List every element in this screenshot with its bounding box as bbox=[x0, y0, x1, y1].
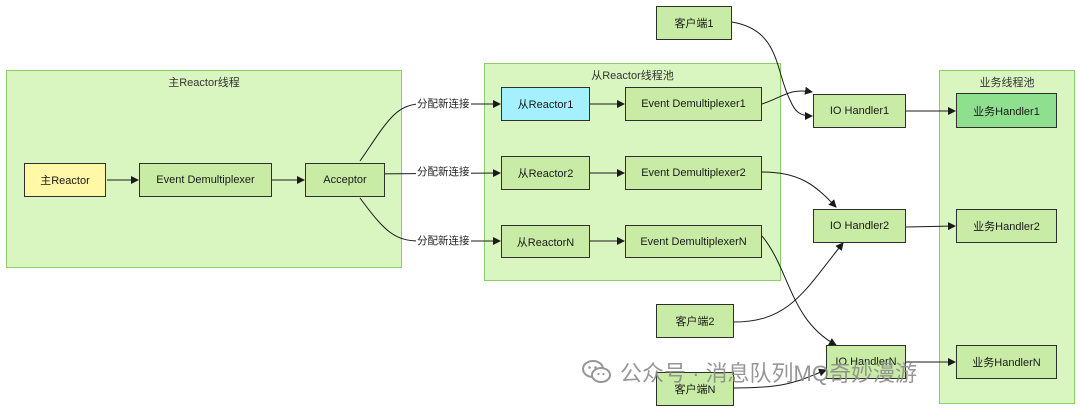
client-2-label: 客户端2 bbox=[675, 316, 715, 328]
watermark-text: 公众号 · 消息队列MQ奇妙漫游 bbox=[620, 361, 917, 386]
sub-event-demultiplexer-n-label: Event DemultiplexerN bbox=[640, 235, 747, 248]
sub-event-demultiplexer-2-label: Event Demultiplexer2 bbox=[641, 167, 746, 179]
edge-demux2-to-io2 bbox=[761, 171, 837, 208]
assign-connection-label-2: 分配新连接 bbox=[416, 166, 471, 179]
io-handler-1-node[interactable]: IO Handler1 bbox=[813, 94, 906, 128]
sub-event-demultiplexer-n-node[interactable]: Event DemultiplexerN bbox=[625, 225, 762, 258]
io-handler-2-node[interactable]: IO Handler2 bbox=[813, 209, 906, 243]
biz-handler-1-label: 业务Handler1 bbox=[973, 105, 1040, 118]
sub-reactor-1-node[interactable]: 从Reactor1 bbox=[501, 87, 590, 121]
wechat-icon bbox=[582, 360, 611, 383]
sub-event-demultiplexer-1-node[interactable]: Event Demultiplexer1 bbox=[625, 87, 762, 121]
sub-event-demultiplexer-2-node[interactable]: Event Demultiplexer2 bbox=[625, 156, 762, 190]
main-reactor-thread-title: 主Reactor线程 bbox=[168, 77, 240, 89]
edge-demuxn-to-ion bbox=[761, 235, 837, 346]
io-handler-n-label: IO HandlerN bbox=[835, 356, 897, 368]
biz-handler-n-label: 业务HandlerN bbox=[972, 357, 1041, 369]
biz-thread-pool-title: 业务线程池 bbox=[979, 77, 1035, 89]
io-handler-n-node[interactable]: IO HandlerN bbox=[826, 345, 906, 379]
event-demultiplexer-label: Event Demultiplexer bbox=[156, 174, 255, 186]
acceptor-label: Acceptor bbox=[323, 174, 367, 186]
event-demultiplexer-node[interactable]: Event Demultiplexer bbox=[139, 163, 272, 197]
main-reactor-label: 主Reactor bbox=[40, 175, 90, 187]
client-n-label: 客户端N bbox=[674, 384, 716, 396]
edge-acceptor-to-sub1 bbox=[359, 100, 501, 162]
main-reactor-node[interactable]: 主Reactor bbox=[24, 163, 106, 197]
edge-client1-to-io1 bbox=[731, 21, 813, 120]
client-n-node[interactable]: 客户端N bbox=[656, 372, 734, 406]
sub-event-demultiplexer-1-label: Event Demultiplexer1 bbox=[641, 98, 746, 110]
biz-handler-2-node[interactable]: 业务Handler2 bbox=[956, 209, 1057, 243]
watermark: 公众号 · 消息队列MQ奇妙漫游 bbox=[582, 356, 917, 388]
sub-reactor-n-node[interactable]: 从ReactorN bbox=[501, 225, 590, 258]
io-handler-1-label: IO Handler1 bbox=[829, 105, 890, 117]
biz-handler-n-node[interactable]: 业务HandlerN bbox=[956, 345, 1057, 379]
io-handler-2-label: IO Handler2 bbox=[829, 220, 890, 232]
client-2-node[interactable]: 客户端2 bbox=[656, 304, 734, 338]
sub-reactor-2-node[interactable]: 从Reactor2 bbox=[501, 156, 590, 190]
biz-handler-1-node[interactable]: 业务Handler1 bbox=[956, 93, 1057, 128]
edge-io2-to-biz2 bbox=[905, 222, 956, 231]
client-1-label: 客户端1 bbox=[674, 18, 714, 30]
sub-reactor-pool-title: 从Reactor线程池 bbox=[591, 70, 674, 82]
sub-reactor-n-label: 从ReactorN bbox=[516, 236, 575, 249]
sub-reactor-2-label: 从Reactor2 bbox=[517, 168, 574, 180]
assign-connection-label-n: 分配新连接 bbox=[416, 235, 471, 248]
biz-handler-2-label: 业务Handler2 bbox=[973, 221, 1040, 233]
acceptor-node[interactable]: Acceptor bbox=[305, 163, 385, 197]
client-1-node[interactable]: 客户端1 bbox=[656, 6, 732, 40]
edge-clientn-to-ion bbox=[733, 368, 827, 389]
assign-connection-label-1: 分配新连接 bbox=[416, 98, 471, 111]
sub-reactor-1-label: 从Reactor1 bbox=[517, 99, 574, 111]
